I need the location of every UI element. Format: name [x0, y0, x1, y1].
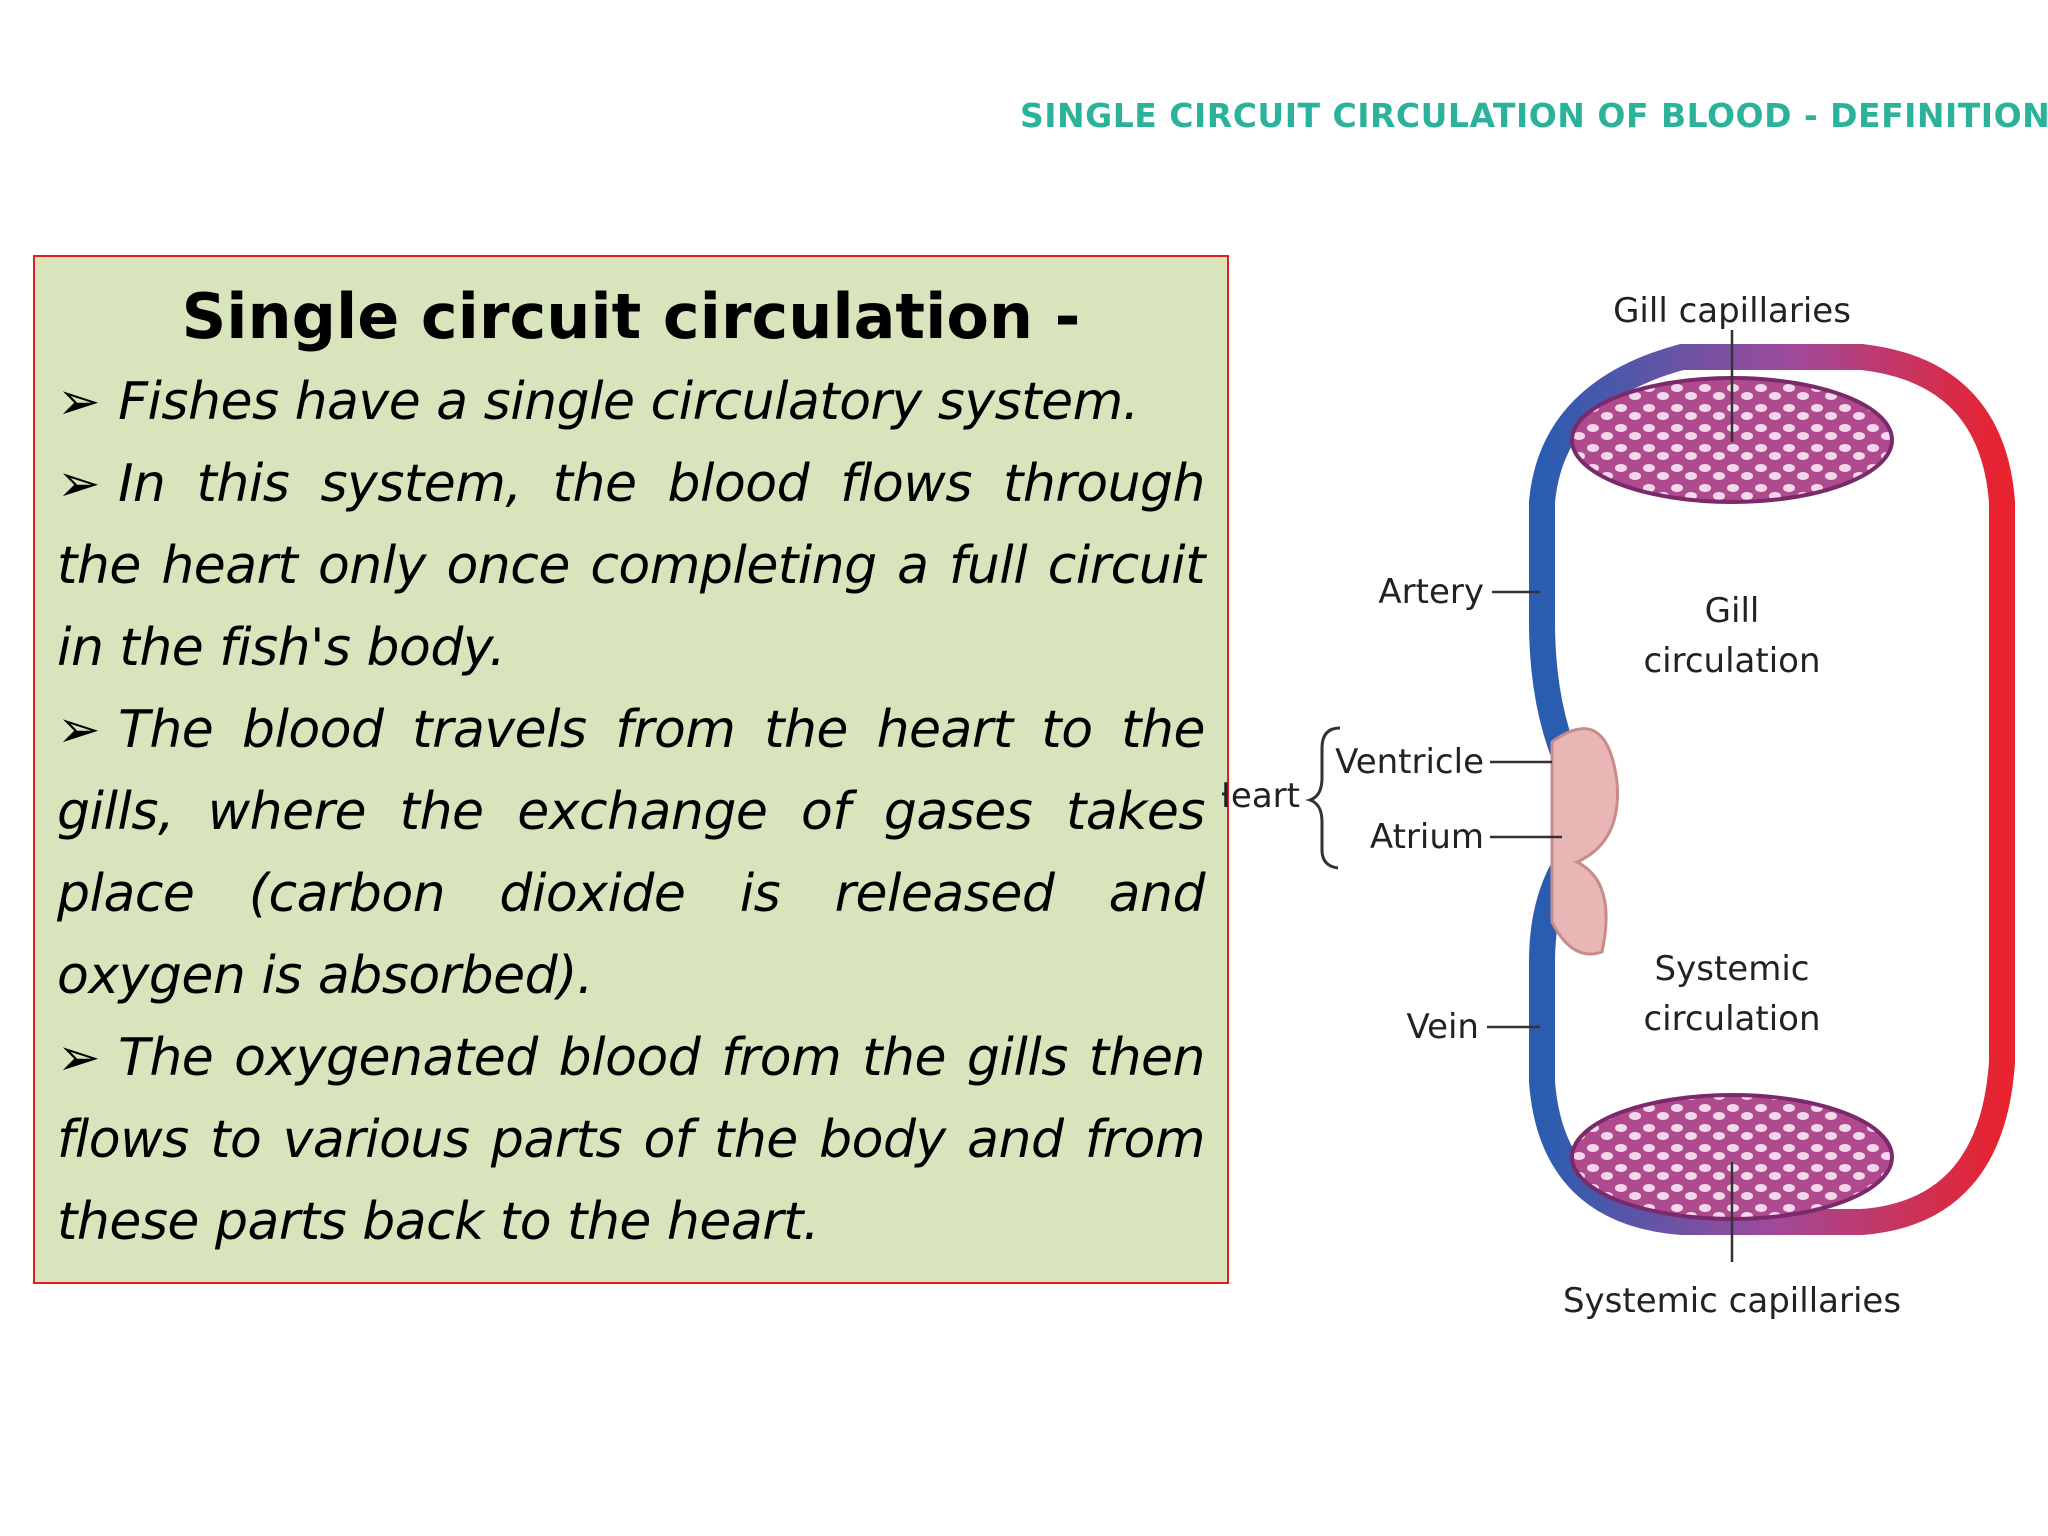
bullet-text: The oxygenated blood from the gills then… — [57, 1028, 1206, 1252]
circulation-diagram: Gill capillaries Artery Gill circulation… — [1222, 291, 2015, 1321]
arrow-bullet-icon: ➢ — [57, 1028, 101, 1088]
arrow-bullet-icon: ➢ — [57, 454, 101, 514]
bullet-point-2: ➢In this system, the blood flows through… — [57, 443, 1206, 689]
panel-heading: Single circuit circulation - — [181, 280, 1081, 353]
vein-label: Vein — [1406, 1007, 1479, 1047]
heart-brace — [1305, 726, 1341, 870]
gill-circulation-label: Gill — [1705, 591, 1760, 631]
gill-capillaries-label: Gill capillaries — [1613, 291, 1851, 331]
arrow-bullet-icon: ➢ — [57, 372, 101, 432]
artery-label: Artery — [1378, 572, 1484, 612]
gill-vessel — [1529, 344, 2015, 515]
bullet-text: Fishes have a single circulatory system. — [118, 372, 1139, 432]
heart-label: Heart — [1222, 776, 1300, 816]
systemic-capillaries-label: Systemic capillaries — [1563, 1281, 1901, 1321]
bullet-text: In this system, the blood flows through … — [57, 454, 1206, 678]
definition-panel: Single circuit circulation - ➢ Fishes hav… — [33, 255, 1229, 1284]
bullet-point-3: ➢The blood travels from the heart to the… — [57, 689, 1206, 1017]
atrium-label: Atrium — [1370, 817, 1484, 857]
bullet-text: The blood travels from the heart to the … — [57, 700, 1206, 1006]
bullet-point-1: ➢ Fishes have a single circulatory system… — [57, 361, 1205, 443]
heart-chambers — [1550, 727, 1619, 956]
gill-circulation-label: circulation — [1643, 641, 1820, 681]
systemic-vessel — [1529, 1049, 2015, 1235]
systemic-circulation-label: circulation — [1643, 999, 1820, 1039]
ventricle-label: Ventricle — [1335, 742, 1484, 782]
systemic-circulation-label: Systemic — [1655, 949, 1810, 989]
arrow-bullet-icon: ➢ — [57, 700, 101, 760]
page-title: SINGLE CIRCUIT CIRCULATION OF BLOOD - DE… — [1020, 96, 2048, 135]
bullet-point-4: ➢The oxygenated blood from the gills the… — [57, 1017, 1206, 1263]
